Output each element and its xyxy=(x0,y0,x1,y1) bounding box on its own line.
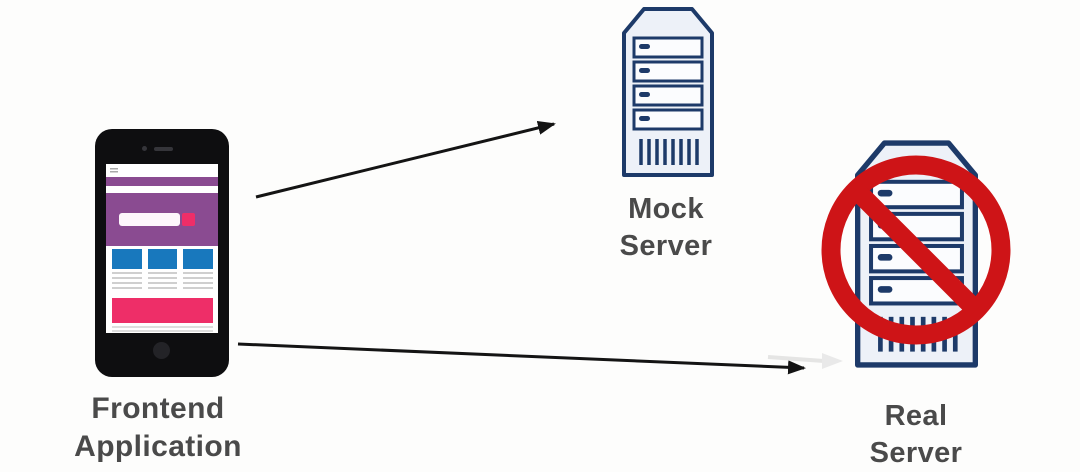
app-card-columns xyxy=(112,249,214,289)
label-line: Mock xyxy=(628,193,704,225)
phone-home-button xyxy=(153,342,170,359)
app-search-button xyxy=(182,213,195,226)
card-image xyxy=(147,249,178,269)
app-card xyxy=(183,249,214,289)
phone-speaker-slot xyxy=(154,147,173,151)
app-banner xyxy=(112,298,213,323)
real-server-label: Real Server xyxy=(816,398,1016,472)
server-icon xyxy=(622,7,714,177)
arrow-frontend-to-mock xyxy=(255,121,556,199)
smartphone-icon xyxy=(95,129,229,377)
app-text-line xyxy=(112,330,213,332)
app-card xyxy=(112,249,142,289)
app-card xyxy=(147,249,178,289)
app-header-purple xyxy=(106,177,218,246)
arrow-frontend-to-real xyxy=(237,342,806,375)
label-line: Real xyxy=(884,400,948,432)
frontend-application-label: Frontend Application xyxy=(18,390,298,466)
label-line: Server xyxy=(619,230,713,262)
card-image xyxy=(112,249,142,269)
app-text-line xyxy=(112,326,213,328)
label-line: Frontend xyxy=(91,392,225,425)
mock-server-label: Mock Server xyxy=(566,191,766,265)
phone-screen xyxy=(106,164,218,333)
app-search-bar xyxy=(119,213,180,226)
label-line: Server xyxy=(869,437,963,469)
app-address-bar xyxy=(106,164,218,177)
app-header-stripe xyxy=(106,186,218,193)
card-image xyxy=(183,249,214,269)
menu-icon xyxy=(110,168,118,174)
phone-camera-dot xyxy=(142,146,147,151)
real-server-group xyxy=(821,138,1011,372)
label-line: Application xyxy=(74,430,242,463)
prohibition-icon xyxy=(821,155,1011,345)
